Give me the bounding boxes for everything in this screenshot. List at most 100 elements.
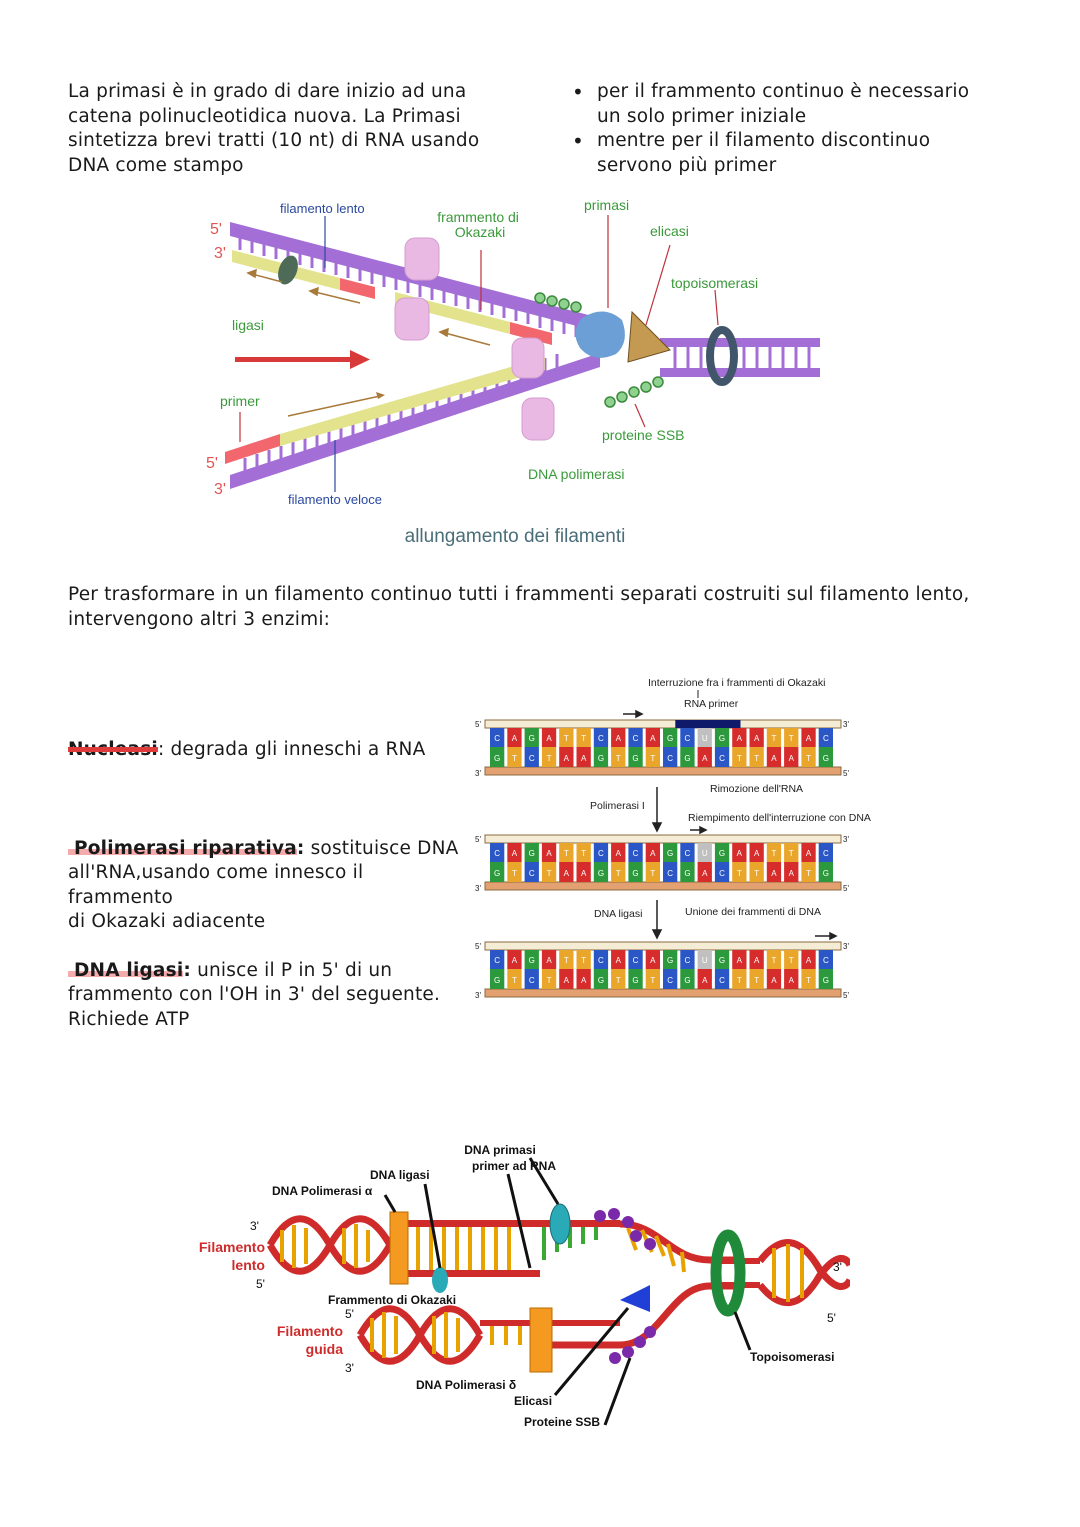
base-top bbox=[576, 728, 591, 747]
base-bottom bbox=[784, 862, 799, 882]
base-letter: U bbox=[702, 734, 708, 743]
end-5: 5' bbox=[475, 942, 481, 951]
base-letter: G bbox=[684, 754, 690, 763]
base-letter: C bbox=[529, 754, 535, 763]
base-top bbox=[680, 950, 695, 969]
base-bottom bbox=[559, 862, 574, 882]
end-3: 3' bbox=[843, 942, 849, 951]
base-letter: C bbox=[823, 734, 829, 743]
enzyme-desc: sostituisce DNA all'RNA,usando come inne… bbox=[68, 837, 459, 933]
base-letter: A bbox=[546, 956, 552, 965]
base-bottom bbox=[697, 862, 712, 882]
base-bottom bbox=[766, 747, 782, 767]
base-letter: T bbox=[754, 869, 759, 878]
base-letter: T bbox=[616, 976, 621, 985]
base-top bbox=[663, 950, 678, 969]
label-5prime-top: 5' bbox=[210, 221, 222, 238]
base-letter: G bbox=[494, 869, 500, 878]
base-top bbox=[507, 843, 522, 862]
base-top bbox=[524, 950, 539, 969]
bullet-list: per il frammento continuo è necessario u… bbox=[570, 80, 1000, 178]
base-letter: T bbox=[806, 754, 811, 763]
duplex-1: CGATGCATTATACGATCGATGCCGUAGCATATTATAATCG… bbox=[475, 719, 849, 778]
base-bottom bbox=[541, 969, 557, 989]
base-top bbox=[593, 950, 609, 969]
base-bottom bbox=[732, 747, 747, 767]
base-bottom bbox=[628, 862, 643, 882]
base-letter: C bbox=[685, 849, 691, 858]
base-bottom bbox=[680, 862, 695, 882]
base-letter: C bbox=[598, 956, 604, 965]
base-bottom bbox=[714, 862, 730, 882]
label-lento-5: 5' bbox=[256, 1277, 265, 1291]
base-top bbox=[541, 728, 557, 747]
base-letter: G bbox=[529, 734, 535, 743]
end-3: 3' bbox=[843, 835, 849, 844]
base-top bbox=[611, 843, 626, 862]
base-bottom bbox=[818, 969, 833, 989]
eukaryotic-fork-figure: DNA primasi primer ad RNA DNA ligasi DNA… bbox=[199, 1143, 850, 1429]
base-letter: G bbox=[667, 849, 673, 858]
base-bottom bbox=[697, 747, 712, 767]
base-top bbox=[732, 728, 747, 747]
base-letter: G bbox=[667, 956, 673, 965]
base-top bbox=[784, 843, 799, 862]
base-letter: A bbox=[806, 956, 812, 965]
base-top bbox=[559, 843, 574, 862]
lagging-helix bbox=[266, 1211, 620, 1285]
enzyme-name: Polimerasi riparativa bbox=[68, 837, 297, 859]
base-top bbox=[818, 843, 833, 862]
base-top bbox=[714, 843, 730, 862]
base-top bbox=[628, 728, 643, 747]
base-letter: G bbox=[632, 869, 638, 878]
base-letter: C bbox=[667, 754, 673, 763]
base-letter: A bbox=[546, 849, 552, 858]
base-top bbox=[766, 843, 782, 862]
base-bottom bbox=[524, 862, 539, 882]
base-letter: T bbox=[737, 754, 742, 763]
label-topoisomerasi: Topoisomerasi bbox=[750, 1350, 834, 1364]
base-bottom bbox=[749, 862, 764, 882]
base-letter: A bbox=[702, 754, 708, 763]
base-top bbox=[714, 728, 730, 747]
base-letter: G bbox=[684, 976, 690, 985]
base-bottom bbox=[507, 862, 522, 882]
intro-bullets: per il frammento continuo è necessario u… bbox=[570, 80, 1000, 178]
base-letter: G bbox=[598, 754, 604, 763]
base-bottom bbox=[559, 969, 574, 989]
base-letter: A bbox=[581, 869, 587, 878]
base-letter: A bbox=[806, 734, 812, 743]
ssb-proteins bbox=[594, 1208, 656, 1364]
base-top bbox=[628, 950, 643, 969]
base-letter: A bbox=[702, 869, 708, 878]
middle-paragraph: Per trasformare in un filamento continuo… bbox=[68, 583, 1028, 632]
base-bottom bbox=[801, 862, 816, 882]
enzyme-sep: : bbox=[296, 837, 305, 859]
end-3: 3' bbox=[843, 720, 849, 729]
lagging-direction-arrows bbox=[246, 268, 491, 346]
base-top bbox=[593, 728, 609, 747]
base-letter: C bbox=[494, 734, 500, 743]
base-top bbox=[593, 843, 609, 862]
polymerase-leading bbox=[511, 337, 555, 441]
base-letter: C bbox=[667, 869, 673, 878]
base-letter: C bbox=[598, 734, 604, 743]
label-filamento-lento-2: lento bbox=[232, 1257, 265, 1273]
base-letter: G bbox=[667, 734, 673, 743]
base-bottom bbox=[593, 747, 609, 767]
base-bottom bbox=[645, 969, 660, 989]
base-bottom bbox=[663, 747, 678, 767]
base-bottom bbox=[645, 862, 660, 882]
label-3prime-top: 3' bbox=[214, 245, 226, 262]
base-top bbox=[749, 843, 764, 862]
base-letter: T bbox=[581, 849, 586, 858]
leading-new-strand bbox=[225, 357, 545, 464]
intro-left-text: La primasi è in grado di dare inizio ad … bbox=[68, 81, 480, 176]
base-letter: T bbox=[547, 976, 552, 985]
base-top bbox=[663, 728, 678, 747]
base-letter: C bbox=[598, 849, 604, 858]
end-3: 3' bbox=[475, 769, 481, 778]
end-3: 3' bbox=[475, 991, 481, 1000]
base-top bbox=[784, 728, 799, 747]
base-letter: A bbox=[650, 956, 656, 965]
